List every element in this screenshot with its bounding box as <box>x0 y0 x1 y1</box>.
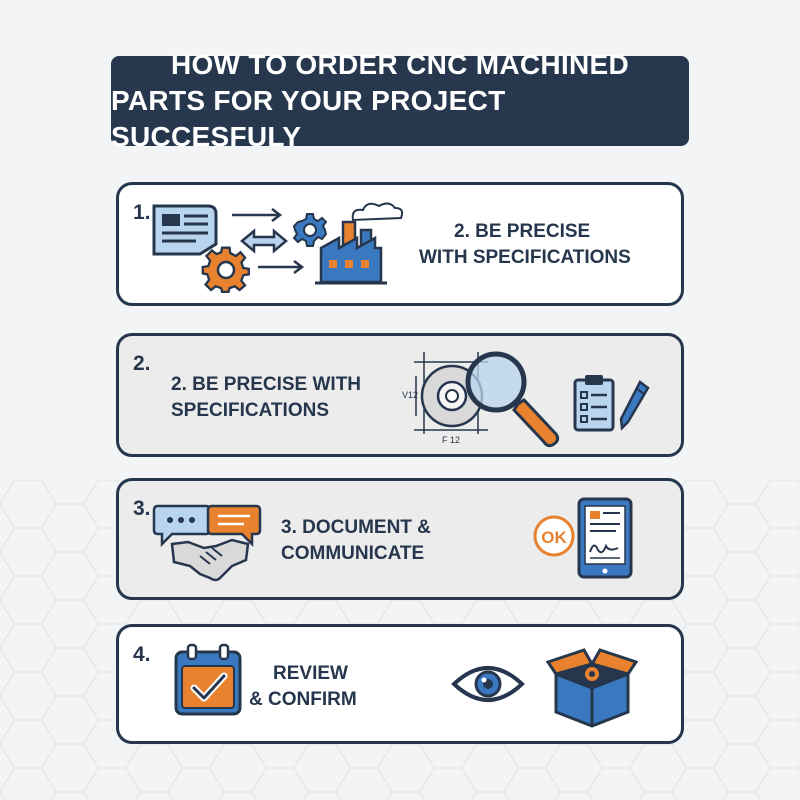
dimension-label-horizontal: F 12 <box>442 435 460 445</box>
open-box-gear-icon <box>545 648 639 728</box>
gear-icon-small <box>292 213 328 247</box>
signed-tablet-icon <box>577 497 633 579</box>
ok-text: OK <box>541 528 567 547</box>
exchange-arrows-icon <box>232 208 305 274</box>
magnifier-icon <box>465 351 560 448</box>
step-number: 1. <box>133 201 151 224</box>
checklist-clipboard-icon <box>573 375 615 432</box>
step-number: 4. <box>133 643 151 666</box>
eye-icon <box>451 666 525 702</box>
title-line-1: HOW TO ORDER CNC MACHINED <box>170 49 630 80</box>
step-label: REVIEW & CONFIRM <box>249 663 357 710</box>
chat-bubbles-icon <box>152 504 262 548</box>
title-line-2: PARTS FOR YOUR PROJECT SUCCESFULY <box>111 85 506 152</box>
factory-icon <box>315 202 404 285</box>
gear-icon <box>201 246 250 293</box>
pen-icon <box>619 380 650 431</box>
title-banner: HOW TO ORDER CNC MACHINED PARTS FOR YOUR… <box>111 49 689 152</box>
calendar-check-icon <box>174 643 242 716</box>
handshake-icon <box>170 538 250 582</box>
step-number: 3. <box>133 497 151 520</box>
ok-stamp-icon: OK <box>533 515 575 557</box>
step-label: 2. BE PRECISE WITH SPECIFICATIONS <box>171 374 362 421</box>
step-number: 2. <box>133 352 151 375</box>
document-icon <box>152 204 218 256</box>
step-label: 3. DOCUMENT & COMMUNICATE <box>281 517 431 564</box>
step-label: 2. BE PRECISE WITH SPECIFICATIONS <box>419 221 631 268</box>
dimension-label-vertical: V12 <box>402 390 418 400</box>
